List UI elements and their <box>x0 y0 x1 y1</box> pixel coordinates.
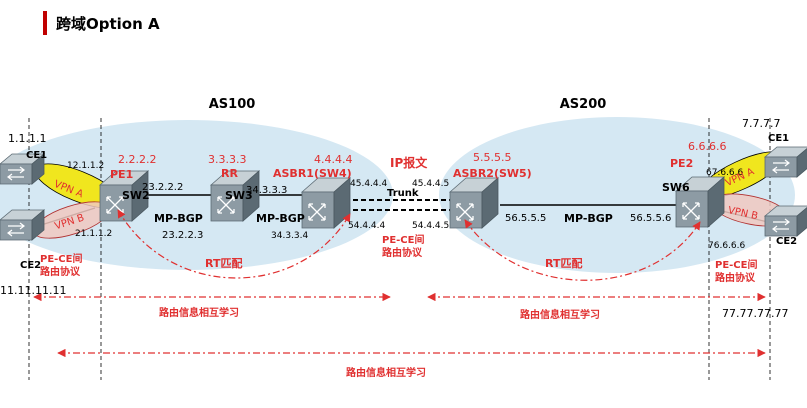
rt-match-left-label: RT匹配 <box>205 256 242 270</box>
pe-ce-left-line2: 路由协议 <box>40 265 81 278</box>
rr-id: 3.3.3.3 <box>208 153 246 166</box>
ip-packet-label: IP报文 <box>390 155 428 170</box>
ce2-right-router-icon <box>764 205 807 237</box>
rr-label: RR <box>221 167 238 180</box>
pe-ce-mid-line2: 路由协议 <box>382 246 423 259</box>
title-accent-bar <box>43 11 47 35</box>
ce1-left-ip: 1.1.1.1 <box>8 132 46 145</box>
sw2-label: SW2 <box>122 189 150 202</box>
learn-left-label: 路由信息相互学习 <box>159 306 239 319</box>
pe1-id: 2.2.2.2 <box>118 153 156 166</box>
asbr1-id: 4.4.4.4 <box>314 153 352 166</box>
learn-bottom-label: 路由信息相互学习 <box>346 366 426 379</box>
sw6-label: SW6 <box>662 181 690 194</box>
ce2-left-label: CE2 <box>20 260 41 271</box>
mpbgp-right-label: MP-BGP <box>564 212 613 225</box>
ce2-left-router-icon <box>0 209 45 241</box>
asbr1-switch-icon <box>301 177 351 229</box>
ce1-right-ip: 7.7.7.7 <box>742 117 780 130</box>
pe1-label: PE1 <box>110 168 133 181</box>
pe-ce-mid-line1: PE-CE间 <box>382 233 424 246</box>
ce1-right-router-icon <box>764 146 807 178</box>
sw3-label: SW3 <box>225 189 253 202</box>
ce2-right-ip: 77.77.77.77 <box>722 307 788 320</box>
learn-right-label: 路由信息相互学习 <box>520 308 600 321</box>
ip-67-6-6-6: 67.6.6.6 <box>706 168 743 178</box>
ip-45-4-4-5: 45.4.4.5 <box>412 179 449 189</box>
as200-cloud <box>439 117 795 273</box>
ce2-right-label: CE2 <box>776 236 797 247</box>
mpbgp-left-label: MP-BGP <box>154 212 203 225</box>
ip-34-3-3-3: 34.3.3.3 <box>246 185 287 196</box>
trunk-label: Trunk <box>387 188 419 199</box>
rt-match-right-label: RT匹配 <box>545 256 582 270</box>
ip-23-2-2-3: 23.2.2.3 <box>162 230 203 241</box>
ip-54-4-4-5: 54.4.4.5 <box>412 221 449 231</box>
ce1-left-label: CE1 <box>26 150 47 161</box>
pe-ce-left-line1: PE-CE间 <box>40 252 82 265</box>
ip-34-3-3-4: 34.3.3.4 <box>271 231 308 241</box>
page-title: 跨域Option A <box>56 15 160 33</box>
ce2-left-ip: 11.11.11.11 <box>0 284 66 297</box>
as100-label: AS100 <box>209 97 256 112</box>
asbr2-label: ASBR2(SW5) <box>453 167 532 180</box>
pe2-id: 6.6.6.6 <box>688 140 726 153</box>
pe-ce-right-line1: PE-CE间 <box>715 258 757 271</box>
ip-54-4-4-4: 54.4.4.4 <box>348 221 385 231</box>
ip-23-2-2-2: 23.2.2.2 <box>142 182 183 193</box>
pe-ce-right-line2: 路由协议 <box>715 271 756 284</box>
ip-21-1-1-2: 21.1.1.2 <box>75 229 112 239</box>
pe2-label: PE2 <box>670 157 693 170</box>
as200-label: AS200 <box>560 97 607 112</box>
ip-45-4-4-4: 45.4.4.4 <box>350 179 387 189</box>
ip-12-1-1-2: 12.1.1.2 <box>67 161 104 171</box>
ip-56-5-5-6: 56.5.5.6 <box>630 213 671 224</box>
ip-56-5-5-5: 56.5.5.5 <box>505 213 546 224</box>
rt-match-left-arc <box>117 209 351 279</box>
asbr2-switch-icon <box>449 177 499 229</box>
mpbgp-mid-label: MP-BGP <box>256 212 305 225</box>
asbr1-label: ASBR1(SW4) <box>273 167 352 180</box>
ip-76-6-6-6: 76.6.6.6 <box>708 241 745 251</box>
rt-match-right-arc <box>464 219 701 281</box>
asbr2-id: 5.5.5.5 <box>473 151 511 164</box>
ce1-right-label: CE1 <box>768 133 789 144</box>
